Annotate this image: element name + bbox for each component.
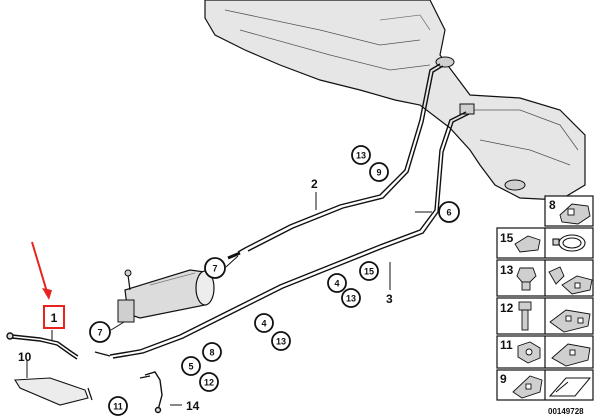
callout-label: 8 — [209, 348, 214, 358]
nut-11-icon — [517, 341, 541, 364]
panel-num-9[interactable]: 9 — [500, 372, 507, 386]
clip-9-icon — [512, 375, 543, 399]
panel-num-15[interactable]: 15 — [500, 231, 514, 245]
label-part-3[interactable]: 3 — [386, 292, 393, 306]
callout-13-top[interactable]: 13 — [351, 145, 371, 165]
callout-15[interactable]: 15 — [359, 261, 379, 281]
callout-label: 6 — [446, 208, 451, 218]
highlight-label: 1 — [51, 311, 58, 325]
callout-label: 12 — [204, 378, 214, 388]
label-part-14[interactable]: 14 — [186, 399, 200, 413]
callout-label: 7 — [212, 264, 217, 274]
screw-12-icon — [518, 301, 532, 331]
bracket-part-10 — [14, 377, 93, 406]
callout-6[interactable]: 6 — [438, 201, 460, 223]
callout-label: 13 — [346, 294, 356, 304]
panel-num-13[interactable]: 13 — [500, 263, 514, 277]
callout-7-lower[interactable]: 7 — [89, 321, 111, 343]
callout-label: 13 — [356, 151, 366, 161]
panel-num-12[interactable]: 12 — [500, 301, 514, 315]
image-id: 00149728 — [548, 407, 584, 416]
clip-pair-icon — [549, 309, 591, 333]
callout-11[interactable]: 11 — [108, 396, 128, 416]
label-part-2[interactable]: 2 — [311, 177, 318, 191]
callout-label: 9 — [376, 168, 381, 178]
hose-clamp-icon — [552, 234, 586, 252]
bolt-icon — [548, 266, 565, 285]
nut-13-icon — [516, 267, 537, 291]
callout-4-lower[interactable]: 4 — [254, 313, 274, 333]
callout-12[interactable]: 12 — [199, 372, 219, 392]
clip-15-icon — [514, 235, 541, 253]
callout-label: 7 — [97, 328, 102, 338]
callout-8[interactable]: 8 — [202, 342, 222, 362]
callout-label: 4 — [334, 279, 339, 289]
callout-4-upper[interactable]: 4 — [327, 273, 347, 293]
callout-13-lower[interactable]: 13 — [271, 331, 291, 351]
callout-5[interactable]: 5 — [181, 356, 201, 376]
fuel-lines — [94, 63, 470, 359]
callout-7-upper[interactable]: 7 — [204, 257, 226, 279]
label-part-10[interactable]: 10 — [18, 350, 32, 364]
callout-label: 5 — [188, 362, 193, 372]
callout-13-mid[interactable]: 13 — [341, 288, 361, 308]
panel-num-11[interactable]: 11 — [500, 338, 513, 352]
highlight-part-1[interactable]: 1 — [43, 305, 65, 329]
callout-label: 4 — [261, 319, 266, 329]
parts-panel: 8 15 13 12 11 9 — [496, 195, 594, 401]
panel-num-8[interactable]: 8 — [549, 198, 556, 212]
arrow-panel-icon — [548, 377, 592, 397]
callout-label: 11 — [113, 402, 123, 412]
fuel-tank — [204, 0, 586, 201]
highlight-arrow — [31, 241, 52, 300]
leader-lines — [26, 192, 432, 406]
hanger-part-14 — [139, 371, 163, 414]
callout-label: 13 — [276, 337, 286, 347]
clip-panel-icon — [561, 275, 593, 295]
callout-label: 15 — [364, 267, 374, 277]
fuel-line-part-1 — [6, 332, 79, 360]
clip-8-icon — [559, 203, 591, 225]
clip-11-icon — [551, 343, 591, 367]
fuel-filter — [117, 251, 241, 323]
callout-9-top[interactable]: 9 — [369, 162, 389, 182]
